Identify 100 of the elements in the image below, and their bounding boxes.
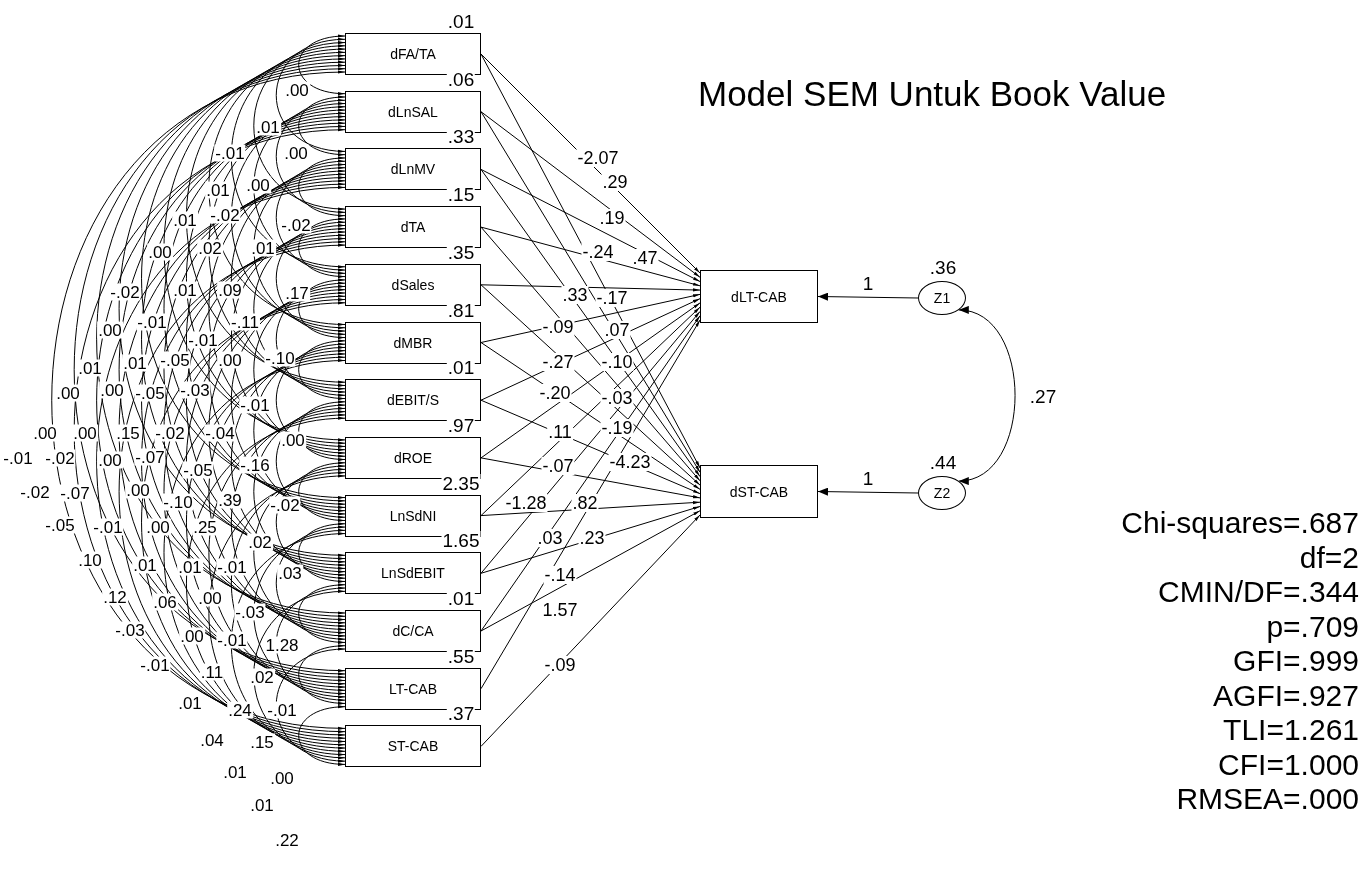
covariance-value: .00 [97,321,123,339]
covariance-value: .02 [249,668,275,686]
covariance-arrow [253,407,346,576]
variable-name: dC/CA [392,624,434,638]
covariance-value: 1.28 [264,636,300,654]
variable-name: dLnSAL [388,104,438,119]
covariance-arrow [298,217,346,278]
covariance-arrow [230,106,346,329]
variable-name: dTA [400,220,426,235]
variable-name: Z2 [933,486,951,500]
variance-value: .36 [928,258,958,277]
path-coefficient: -.19 [600,419,634,437]
covariance-arrow [230,532,346,756]
covariance-arrow [298,95,346,156]
covariance-value: .03 [277,564,303,582]
covariance-arrow [230,471,346,695]
variance-value: .01 [446,589,476,608]
variable-name: ST-CAB [387,739,439,754]
path-arrow [480,284,701,292]
covariance-arrow [275,465,346,580]
path-coefficient: -.03 [600,389,634,407]
path-coefficient: -.09 [541,318,575,336]
covariance-value: .00 [145,518,171,536]
covariance-value: -.05 [182,461,214,479]
covariance-arrow [275,99,346,214]
path-coefficient: .23 [578,529,606,547]
covariance-value: .01 [250,239,276,257]
covariance-value: -.02 [109,283,141,301]
path-arrow [480,168,701,478]
covariance-value: .00 [245,176,271,194]
covariance-value: -.01 [214,144,246,162]
covariance-value: .01 [255,118,281,136]
fit-statistic: GFI=.999 [1232,646,1360,676]
covariance-value: .01 [77,359,103,377]
path-coefficient: -2.07 [576,149,620,167]
covariance-value: .06 [152,593,178,611]
variable-box [700,465,818,518]
path-arrow [817,292,919,301]
covariance-value: .00 [284,81,310,99]
covariance-value: -.05 [134,384,166,402]
variable-name: LnSdNI [389,508,437,523]
covariance-arrow [958,307,1016,484]
path-arrow [480,510,701,632]
path-coefficient: -1.28 [504,494,548,512]
path-coefficient: -.07 [541,457,575,475]
covariance-value: .01 [222,763,248,781]
covariance-value: .00 [179,627,205,645]
covariance-value: .01 [249,796,275,814]
covariance-value: .10 [77,551,103,569]
covariance-arrow [275,526,346,641]
path-coefficient: -.17 [595,289,629,307]
path-arrow [480,168,701,283]
path-coefficient: -.24 [581,243,615,261]
covariance-arrow [275,38,346,153]
variable-name: LnSdEBIT [381,566,445,581]
covariance-arrow [298,339,346,400]
covariance-arrow [141,58,346,499]
covariance-value: .25 [192,518,218,536]
path-arrow [480,315,701,632]
variable-name: LT-CAB [389,681,437,696]
covariance-value: .12 [102,588,128,606]
covariance-value: .00 [99,381,125,399]
fit-statistic: CFI=1.000 [1217,749,1360,780]
covariance-value: -.02 [44,449,76,467]
variable-name: dSales [391,277,435,292]
covariance-value: .00 [32,424,58,442]
covariance-value: .00 [217,351,243,369]
covariance-value: -.01 [266,701,298,719]
covariance-value: -.03 [179,381,211,399]
covariance-value: .01 [172,281,198,299]
covariance-value: .00 [72,424,98,442]
covariance-value: -.02 [280,216,312,234]
path-coefficient: -.10 [600,353,634,371]
fit-statistic: Chi-squares=.687 [1120,508,1360,538]
covariance-value: .00 [283,144,309,162]
variable-name: dEBIT/S [386,393,440,408]
covariance-value: .15 [115,424,141,442]
covariance-value: -.01 [239,396,271,414]
covariance-value: .15 [249,733,275,751]
covariance-arrow [253,163,346,332]
covariance-arrow [298,156,346,217]
covariance-arrow [275,587,346,701]
path-arrow [480,306,701,517]
covariance-value: .00 [125,481,151,499]
covariance-value: -.01 [139,656,171,674]
covariance-arrow [275,160,346,275]
covariance-value: -.01 [2,449,34,467]
covariance-value: .09 [217,281,243,299]
path-coefficient: 1.57 [541,601,579,619]
covariance-arrow [275,648,346,762]
covariance-value: -.04 [204,424,236,442]
covariance-arrow [253,590,346,759]
variance-value: .01 [446,12,476,31]
covariance-value: .11 [199,663,225,681]
covariance-value: .00 [97,451,123,469]
fit-statistic: TLI=1.261 [1222,715,1360,745]
covariance-arrow [298,705,346,766]
variable-name: dLT-CAB [731,289,787,304]
variable-name: dROE [393,450,433,465]
covariance-value: .01 [205,181,231,199]
